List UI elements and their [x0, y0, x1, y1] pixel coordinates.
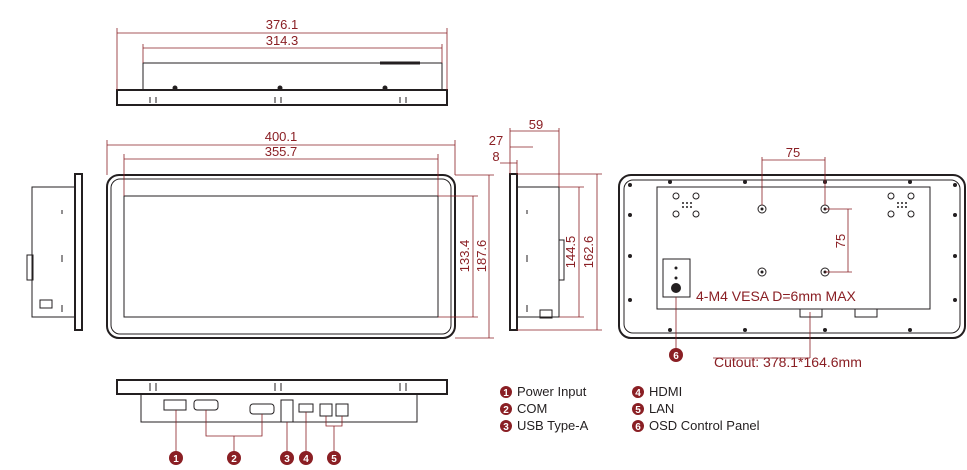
dim-vesa-vertical: 75	[833, 234, 848, 248]
top-view-body	[142, 62, 443, 91]
callout-6-number: 6	[673, 351, 679, 362]
front-active-area	[123, 195, 439, 318]
legend-usb: USB Type-A	[517, 418, 589, 433]
legend-lan: LAN	[649, 401, 674, 416]
legend-osd: OSD Control Panel	[649, 418, 760, 433]
legend-com: COM	[517, 401, 547, 416]
callout-4-number: 4	[303, 454, 309, 465]
rear-view: 75 75 4-M4 VESA D=6mm MAX Cutout: 378.1*…	[618, 145, 966, 370]
lan-port-1	[319, 403, 333, 417]
dim-side-162: 162.6	[581, 236, 596, 269]
power-input-connector	[163, 399, 187, 411]
rear-bezel	[618, 174, 966, 339]
vesa-hole	[757, 267, 767, 277]
usb-port	[280, 399, 294, 423]
legend-4-number: 4	[635, 388, 641, 399]
callout-2-number: 2	[231, 454, 237, 465]
bottom-view-bezel	[116, 379, 448, 395]
callout-2-marker	[227, 451, 241, 465]
legend-2-number: 2	[503, 405, 509, 416]
legend: 1 Power Input 2 COM 3 USB Type-A 4 HDMI …	[500, 384, 760, 433]
dim-front-overall-height: 187.6	[474, 240, 489, 273]
callout-4-marker	[299, 451, 313, 465]
front-view: 400.1 355.7 133.4 187.6	[106, 129, 494, 339]
right-side-view: 59 27 8 144.5 162.6	[489, 117, 602, 331]
dim-front-active: 355.7	[265, 144, 298, 159]
callout-5-number: 5	[331, 454, 337, 465]
left-side-view	[26, 173, 83, 331]
left-side-bezel	[74, 173, 83, 331]
dim-depth-59: 59	[529, 117, 543, 132]
bottom-view: 1 2 3 4 5	[116, 379, 448, 465]
callout-5-marker	[327, 451, 341, 465]
legend-hdmi: HDMI	[649, 384, 682, 399]
com-port-1	[193, 399, 219, 411]
hdmi-port	[298, 403, 314, 413]
rear-body	[656, 186, 931, 310]
dim-front-overall: 400.1	[265, 129, 298, 144]
dim-depth-8: 8	[492, 149, 499, 164]
legend-5-number: 5	[635, 405, 641, 416]
top-view-bezel	[116, 89, 448, 106]
legend-3-number: 3	[503, 422, 509, 433]
vesa-note: 4-M4 VESA D=6mm MAX	[696, 288, 857, 304]
callout-1-number: 1	[173, 454, 179, 465]
dim-top-inner: 314.3	[266, 33, 299, 48]
dim-side-144: 144.5	[563, 236, 578, 269]
dim-vesa-horizontal: 75	[786, 145, 800, 160]
dim-front-active-height: 133.4	[457, 240, 472, 273]
callout-6-marker	[669, 348, 683, 362]
dim-top-overall: 376.1	[266, 17, 299, 32]
legend-6-number: 6	[635, 422, 641, 433]
legend-1-number: 1	[503, 388, 509, 399]
osd-panel	[662, 258, 691, 298]
left-side-body	[31, 186, 76, 318]
legend-power-input: Power Input	[517, 384, 587, 399]
cutout-note: Cutout: 378.1*164.6mm	[714, 354, 862, 370]
lan-port-2	[335, 403, 349, 417]
callout-3-number: 3	[284, 454, 290, 465]
right-side-bezel	[509, 173, 518, 331]
com-port-2	[249, 403, 275, 415]
top-view: 376.1 314.3	[116, 17, 448, 106]
bottom-view-body	[140, 393, 418, 423]
front-bezel	[106, 174, 456, 339]
callout-3-marker	[280, 451, 294, 465]
callout-1-marker	[169, 451, 183, 465]
dim-depth-27: 27	[489, 133, 503, 148]
right-side-body	[516, 186, 560, 318]
